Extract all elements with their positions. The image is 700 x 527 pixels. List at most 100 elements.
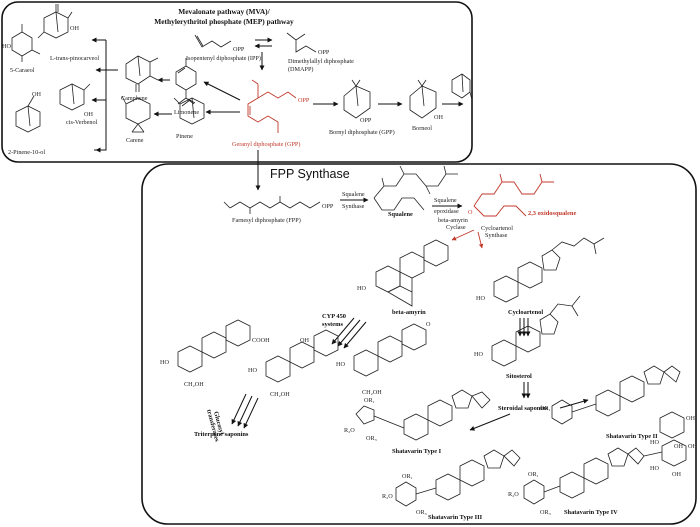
carveol-structure: HO bbox=[2, 24, 41, 62]
svg-text:OR₁: OR₁ bbox=[540, 405, 551, 412]
cycloartenol-synthase-line1: Cycloartenol bbox=[481, 225, 513, 232]
sitosterol-label: Sitosterol bbox=[506, 373, 532, 380]
squalene-synthase-line1: Squalene bbox=[342, 191, 365, 198]
svg-text:O: O bbox=[426, 321, 431, 328]
dmapp-structure: OPP bbox=[286, 32, 330, 56]
oxidosqualene-structure: O bbox=[468, 173, 554, 217]
fpp-synthase-label: FPP Synthase bbox=[270, 167, 350, 181]
svg-text:OH: OH bbox=[84, 111, 93, 118]
to-shatavarin-2-arrow bbox=[559, 398, 589, 409]
svg-text:OPP: OPP bbox=[298, 97, 310, 104]
shatavarin-2-structure: OR₁ bbox=[540, 365, 681, 425]
verbenol-label: cis-Verbenol bbox=[66, 119, 98, 126]
verbenol-structure: OH bbox=[59, 83, 93, 118]
bottom-panel-frame bbox=[141, 163, 697, 525]
carveol-label: 5-Caraeol bbox=[10, 67, 35, 74]
steroidal-saponins-label: Steroidal saponins bbox=[498, 405, 549, 412]
squalene-epoxidase-line2: epoxidase bbox=[434, 208, 459, 215]
top-panel-frame bbox=[1, 1, 473, 163]
cyp450-arrow-2 bbox=[337, 319, 361, 347]
dmapp-label-line2: (DMAPP) bbox=[288, 66, 313, 73]
shatavarin-3-label: Shatavarin Type III bbox=[428, 514, 483, 521]
pinocarveol-label: L-trans-pinocarveol bbox=[50, 55, 99, 62]
svg-text:HO: HO bbox=[357, 285, 366, 292]
to-shatavarin-1-arrow bbox=[469, 413, 511, 431]
shatavarin-1-label: Shatavarin Type I bbox=[392, 448, 442, 455]
bornyl-label: Bornyl diphosphate (GPP) bbox=[329, 129, 395, 136]
svg-text:OR₃: OR₃ bbox=[366, 435, 377, 442]
pinene-label: Pinene bbox=[176, 133, 193, 140]
svg-text:OH: OH bbox=[688, 443, 697, 450]
gpp-label: Geranyl diphosphate (GPP) bbox=[232, 141, 300, 148]
cyp450-line1: CYP 450 bbox=[322, 313, 346, 320]
gpp-to-limonene-arrow bbox=[203, 81, 241, 101]
top-panel-title-line2: Methylerythritol phosphate (MEP) pathway bbox=[154, 17, 294, 26]
bornyl-structure: OPP bbox=[343, 79, 372, 124]
triterpene-acid-1-structure: COOH HO CH₂OH bbox=[160, 319, 270, 388]
svg-text:OR₁: OR₁ bbox=[402, 473, 413, 480]
cyp450-line2: systems bbox=[322, 321, 343, 328]
svg-text:HO: HO bbox=[474, 351, 483, 358]
triterpene-acid-3-structure: O HO CH₂OH bbox=[336, 321, 431, 396]
carene-label: Carene bbox=[126, 137, 144, 144]
svg-text:HO: HO bbox=[248, 367, 257, 374]
squalene-epoxidase-line1: Squalene bbox=[434, 197, 457, 204]
limonene-structure bbox=[175, 58, 197, 105]
svg-text:OH: OH bbox=[300, 337, 309, 344]
fpp-structure: OPP bbox=[223, 196, 334, 214]
shatavarin-4-label: Shatavarin Type IV bbox=[564, 509, 618, 516]
svg-text:OH: OH bbox=[686, 415, 695, 422]
to-beta-amyrin-arrow bbox=[451, 229, 475, 241]
squalene-synthase-line2: Synthase bbox=[342, 203, 365, 210]
svg-text:CH₂OH: CH₂OH bbox=[362, 389, 382, 396]
svg-text:HO: HO bbox=[336, 361, 345, 368]
gpp-structure: OPP bbox=[247, 79, 310, 133]
svg-text:HO: HO bbox=[2, 43, 11, 50]
shatavarin-2-label: Shatavarin Type II bbox=[606, 433, 658, 440]
svg-text:OH: OH bbox=[674, 443, 683, 450]
glucosyl-arrow-1 bbox=[231, 393, 247, 425]
carene-structure bbox=[121, 95, 151, 133]
camphene-label: Camphene bbox=[121, 95, 148, 102]
svg-text:R₂O: R₂O bbox=[382, 493, 393, 500]
svg-text:COOH: COOH bbox=[252, 337, 270, 344]
ipp-label: Isopentenyl diphosphate (IPP) bbox=[186, 55, 261, 62]
beta-amyrin-label: beta-amyrin bbox=[392, 309, 426, 316]
shatavarin-3-structure: R₂O OR₁ OR₃ bbox=[382, 449, 521, 516]
shatavarin-4-structure: R₂O OR₁ OR₃ bbox=[508, 447, 663, 516]
triterpene-acid-2-structure: OH HO CH₂OH bbox=[248, 329, 339, 398]
oxidosqualene-label: 2,3 oxidosqualene bbox=[528, 210, 576, 217]
svg-text:OPP: OPP bbox=[233, 46, 245, 53]
svg-text:R₂O: R₂O bbox=[508, 491, 519, 498]
borneol-label: Borneol bbox=[412, 125, 432, 132]
shatavarin-4-sugar: OH OH HO bbox=[650, 439, 697, 478]
cyp450-arrow-1 bbox=[331, 317, 355, 345]
squalene-structure bbox=[373, 165, 458, 211]
dmapp-label-line1: Dimethylallyl diphosphate bbox=[288, 58, 354, 65]
svg-text:OR₃: OR₃ bbox=[540, 509, 551, 516]
svg-text:OR₁: OR₁ bbox=[364, 397, 375, 404]
svg-text:CH₂OH: CH₂OH bbox=[184, 381, 204, 388]
limonene-label: Limonene bbox=[174, 109, 199, 116]
beta-amyrin-structure: HO bbox=[357, 239, 449, 307]
triterpene-saponins-label: Triterpene saponins bbox=[194, 431, 249, 438]
camphene-structure bbox=[125, 55, 159, 92]
sitosterol-structure: HO bbox=[474, 295, 581, 367]
top-panel-title-line1: Mevalonate pathway (MVA)/ bbox=[178, 7, 270, 16]
svg-text:OH: OH bbox=[70, 25, 79, 32]
glucosyl-arrow-2 bbox=[237, 395, 253, 427]
left-bracket bbox=[94, 69, 118, 151]
svg-text:OPP: OPP bbox=[360, 117, 372, 124]
svg-text:OH: OH bbox=[672, 471, 681, 478]
glucosyl-arrow-3 bbox=[243, 397, 259, 429]
squalene-label: Squalene bbox=[388, 211, 413, 218]
cycloartenol-structure: HO bbox=[476, 237, 605, 303]
shatavarin-2-sugar: OH OH HO bbox=[650, 411, 695, 450]
ipp-structure: OPP bbox=[194, 34, 245, 53]
beta-amyrin-cyclase-line1: beta-amyrin bbox=[438, 217, 468, 224]
svg-text:OPP: OPP bbox=[322, 203, 334, 210]
shatavarin-1-structure: R₂O OR₁ OR₃ bbox=[344, 389, 491, 442]
pinocarveol-structure: OH bbox=[37, 4, 79, 39]
svg-text:OR₃: OR₃ bbox=[416, 509, 427, 516]
